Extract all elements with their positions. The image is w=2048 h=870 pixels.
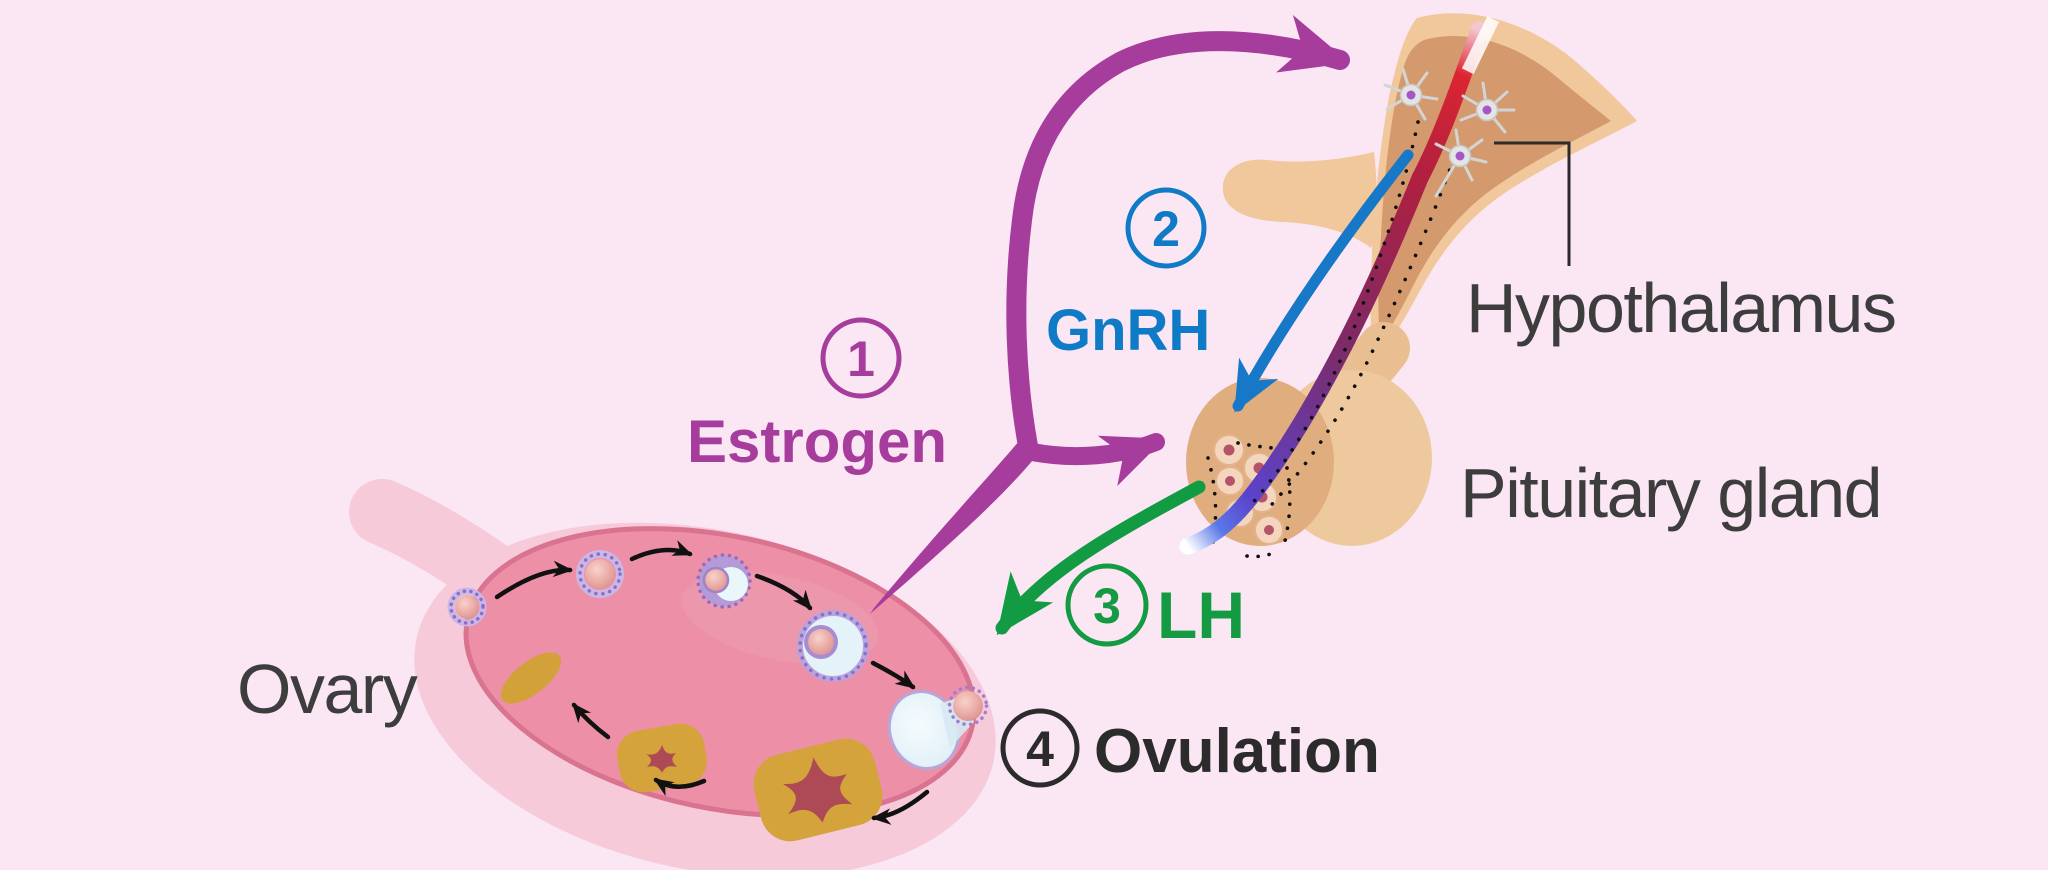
step-1-circle xyxy=(820,317,902,399)
lh-arrow xyxy=(995,480,1206,636)
stalk-dotted-axons xyxy=(1248,120,1456,515)
ovary-illustration xyxy=(349,479,996,870)
pituitary-label: Pituitary gland xyxy=(1460,454,1881,532)
neuron-icon xyxy=(1434,128,1488,198)
neuron-icon xyxy=(1459,81,1516,134)
hypothalamus-label: Hypothalamus xyxy=(1466,269,1895,347)
ovary-label: Ovary xyxy=(237,650,418,728)
follicle-secondary xyxy=(696,553,752,609)
pituitary-secretion-dots xyxy=(1206,441,1292,559)
hypothalamus-nose-lobe xyxy=(1222,152,1377,248)
released-egg xyxy=(953,691,983,721)
corpus-albicans-small xyxy=(500,652,562,704)
step-4-ovulation: 4 Ovulation xyxy=(1000,708,1380,788)
follicle-cycle-arrows xyxy=(494,540,930,825)
ovulation-label: Ovulation xyxy=(1094,717,1380,786)
step-3-circle xyxy=(1065,563,1149,647)
estrogen-arrow-to-hypothalamus xyxy=(1006,15,1350,456)
lh-label: LH xyxy=(1157,578,1245,652)
estrogen-arrow-to-pituitary xyxy=(1023,433,1165,486)
step-2-circle xyxy=(1125,187,1207,269)
corpus-luteum-large xyxy=(753,738,883,842)
neuron-icon xyxy=(1383,67,1439,121)
step-4-circle xyxy=(1000,708,1080,788)
step-1-number: 1 xyxy=(847,331,875,387)
ovulation-site xyxy=(887,685,989,770)
gnrh-arrow xyxy=(1232,149,1414,413)
follicle-primary xyxy=(576,550,624,598)
tissue-highlight-stripe xyxy=(1461,16,1500,75)
estrogen-arrow-tail-from-ovary xyxy=(870,440,1038,614)
step-4-number: 4 xyxy=(1026,721,1054,777)
step-1-estrogen: 1 Estrogen xyxy=(687,317,947,475)
hypothalamus-inner-tissue xyxy=(1378,36,1611,343)
step-3-lh: 3 LH xyxy=(1065,563,1245,652)
gnrh-label: GnRH xyxy=(1046,298,1210,363)
step-3-number: 3 xyxy=(1093,578,1121,634)
estrogen-label: Estrogen xyxy=(687,408,947,475)
follicle-primordial xyxy=(447,587,487,627)
follicle-mature xyxy=(797,610,869,682)
gnrh-neurons xyxy=(1383,67,1516,198)
hypothalamus-pointer-line xyxy=(1494,141,1571,266)
step-2-number: 2 xyxy=(1152,201,1180,257)
corpus-luteum-degrading xyxy=(617,723,707,793)
step-2-gnrh: 2 GnRH xyxy=(1046,187,1210,363)
hypothalamus-illustration xyxy=(1179,13,1637,559)
